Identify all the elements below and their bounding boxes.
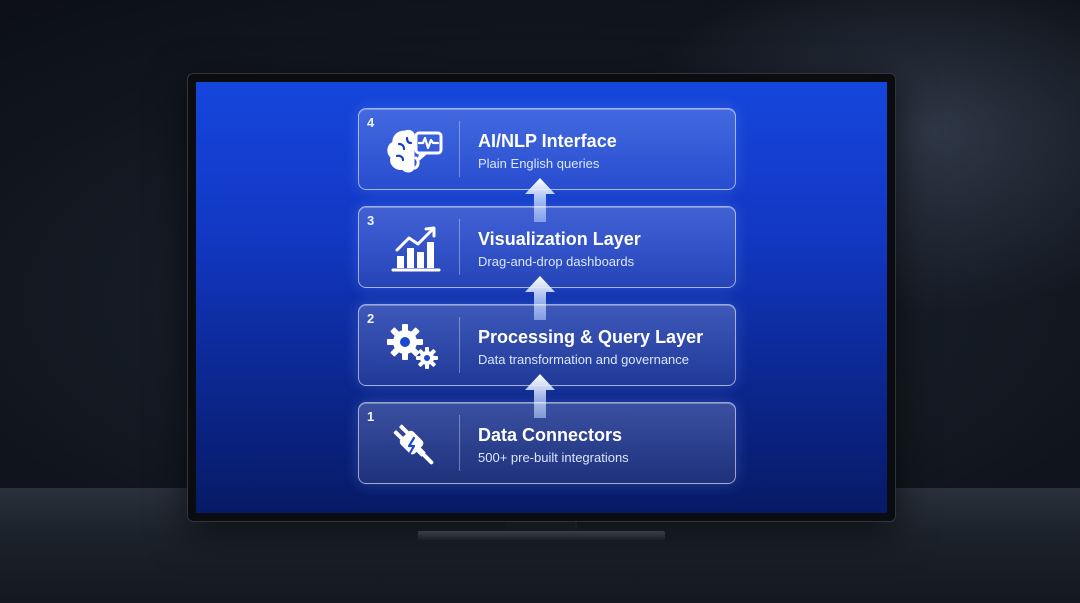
layer-title: Processing & Query Layer (478, 327, 704, 347)
layer-divider (459, 121, 460, 177)
layer-divider (459, 219, 460, 275)
up-arrow-icon (525, 178, 555, 222)
layer-subtitle: 500+ pre-built integrations (478, 450, 629, 465)
layer-subtitle: Plain English queries (478, 156, 600, 171)
bar-chart-icon (383, 222, 443, 274)
gears-icon (383, 320, 443, 372)
layer-subtitle: Data transformation and governance (478, 352, 690, 367)
layer-number: 4 (367, 115, 375, 130)
layer-divider (459, 415, 460, 471)
up-arrow-icon (525, 276, 555, 320)
layer-number: 2 (367, 311, 375, 326)
layer-number: 3 (367, 213, 375, 228)
layer-subtitle: Drag-and-drop dashboards (478, 254, 635, 269)
layer-title: Visualization Layer (478, 229, 641, 249)
layer-number: 1 (367, 409, 375, 424)
up-arrow-icon (525, 374, 555, 418)
layer-divider (459, 317, 460, 373)
layer-card-data-connectors: 1 Data Connectors 500+ pre-built integra… (358, 402, 736, 484)
layer-card-ai-nlp: 4 AI/NLP Interface Plain English queries (358, 108, 736, 190)
tv-stand-base (418, 531, 665, 540)
layer-card-processing: 2 (358, 304, 736, 386)
tv-stand-neck (507, 522, 575, 531)
layer-title: AI/NLP Interface (478, 131, 617, 151)
plug-icon (383, 418, 443, 470)
tv-screen: 4 AI/NLP Interface Plain English queries (196, 82, 887, 513)
tv-monitor: 4 AI/NLP Interface Plain English queries (187, 73, 896, 530)
brain-icon (383, 124, 443, 176)
layer-title: Data Connectors (478, 425, 623, 445)
